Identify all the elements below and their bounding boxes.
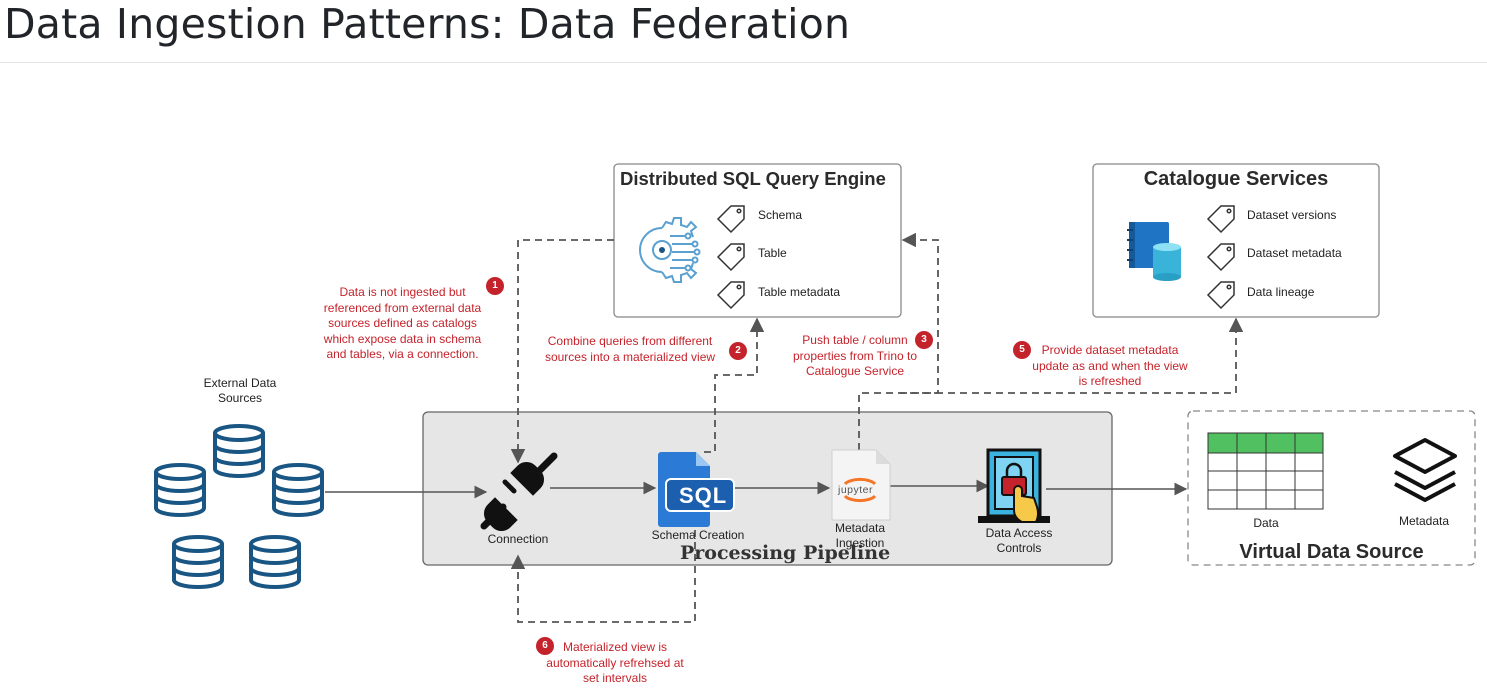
database-icon bbox=[172, 535, 224, 589]
catalogue-item-lineage: Data lineage bbox=[1247, 285, 1315, 299]
virtual-data-label: Data bbox=[1253, 516, 1279, 530]
tag-icon bbox=[716, 281, 745, 310]
metadata-ingestion-label: Metadata Ingestion bbox=[834, 521, 886, 550]
dashed-refresh-loop bbox=[510, 530, 696, 623]
dashed-engine-to-connection bbox=[510, 239, 614, 464]
secure-door-icon bbox=[978, 448, 1050, 523]
tag-icon bbox=[716, 243, 745, 272]
annotation-1: Data is not ingested but referenced from… bbox=[323, 285, 482, 361]
sql-file-icon bbox=[658, 452, 735, 527]
book-database-icon bbox=[1127, 222, 1181, 281]
sql-engine-title: Distributed SQL Query Engine bbox=[620, 168, 886, 189]
tag-icon bbox=[1206, 243, 1235, 272]
gear-circuit-icon bbox=[639, 217, 701, 283]
title-divider bbox=[0, 62, 1487, 63]
jupyter-icon-text: jupyter bbox=[838, 484, 874, 496]
database-icon bbox=[213, 424, 265, 478]
schema-creation-label: Schema Creation bbox=[651, 528, 745, 542]
external-sources-label: External Data Sources bbox=[203, 376, 277, 405]
annotation-6: Materialized view is automatically refre… bbox=[546, 640, 684, 685]
catalogue-item-versions: Dataset versions bbox=[1247, 208, 1337, 222]
database-icon bbox=[154, 463, 206, 517]
sql-icon-text: SQL bbox=[679, 483, 728, 508]
dashed-metadata-to-catalogue bbox=[900, 317, 1244, 394]
annotation-badge-2: 2 bbox=[729, 342, 747, 360]
virtual-metadata-label: Metadata bbox=[1398, 514, 1450, 528]
catalogue-item-metadata: Dataset metadata bbox=[1247, 246, 1342, 260]
tag-icon bbox=[716, 205, 745, 234]
access-controls-label: Data Access Controls bbox=[985, 526, 1053, 555]
virtual-data-source-title: Virtual Data Source bbox=[1239, 541, 1424, 563]
catalogue-title: Catalogue Services bbox=[1143, 168, 1329, 190]
sql-engine-item-table-metadata: Table metadata bbox=[758, 285, 841, 299]
annotation-badge-5: 5 bbox=[1013, 341, 1031, 359]
plug-icon bbox=[480, 452, 558, 531]
annotation-badge-3: 3 bbox=[915, 331, 933, 349]
annotation-3: Push table / column properties from Trin… bbox=[792, 333, 918, 378]
database-icon bbox=[272, 463, 324, 517]
database-icon bbox=[249, 535, 301, 589]
annotation-5: Provide dataset metadata update as and w… bbox=[1032, 343, 1188, 388]
annotation-2: Combine queries from different sources i… bbox=[544, 334, 716, 364]
annotation-badge-6: 6 bbox=[536, 637, 554, 655]
page-title: Data Ingestion Patterns: Data Federation bbox=[4, 0, 851, 48]
connection-label: Connection bbox=[487, 532, 549, 546]
sql-engine-item-schema: Schema bbox=[758, 208, 803, 222]
jupyter-notebook-icon bbox=[831, 449, 891, 521]
sql-engine-item-table: Table bbox=[758, 246, 787, 260]
processing-pipeline-title: Processing Pipeline bbox=[680, 542, 891, 564]
tag-icon bbox=[1206, 281, 1235, 310]
dashed-schema-to-engine bbox=[704, 317, 765, 453]
layers-icon bbox=[1393, 438, 1457, 502]
table-grid-icon bbox=[1207, 432, 1324, 510]
tag-icon bbox=[1206, 205, 1235, 234]
annotation-badge-1: 1 bbox=[486, 277, 504, 295]
